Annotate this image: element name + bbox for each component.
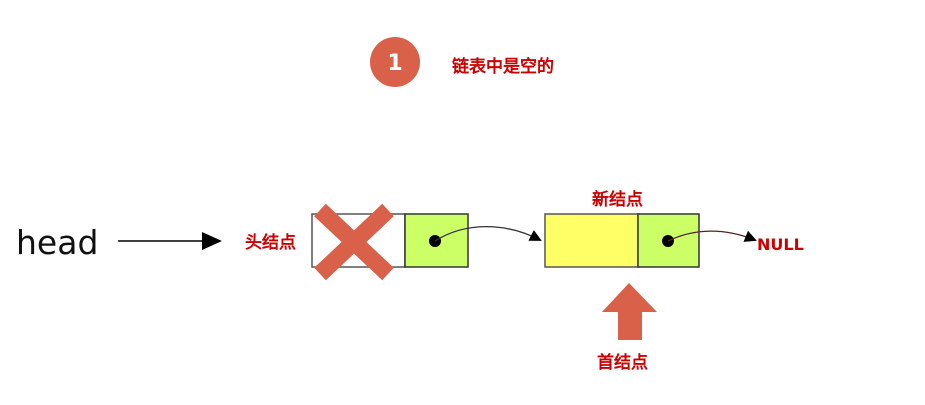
head-label: head (16, 223, 98, 262)
new-node-data-field (544, 213, 639, 268)
step-circle (370, 37, 420, 87)
up-arrow-icon (602, 283, 657, 340)
new-node (544, 213, 700, 268)
step-badge: 1 (370, 37, 420, 87)
first-node-label: 首结点 (597, 352, 648, 373)
step-caption: 链表中是空的 (452, 56, 554, 77)
null-arrow (667, 230, 757, 242)
head-node-label: 头结点 (245, 232, 296, 253)
null-label: NULL (757, 235, 804, 254)
delete-cross-icon (314, 203, 394, 281)
new-node-label: 新结点 (592, 189, 643, 210)
link-arrow (434, 226, 542, 242)
step-number: 1 (387, 51, 402, 76)
